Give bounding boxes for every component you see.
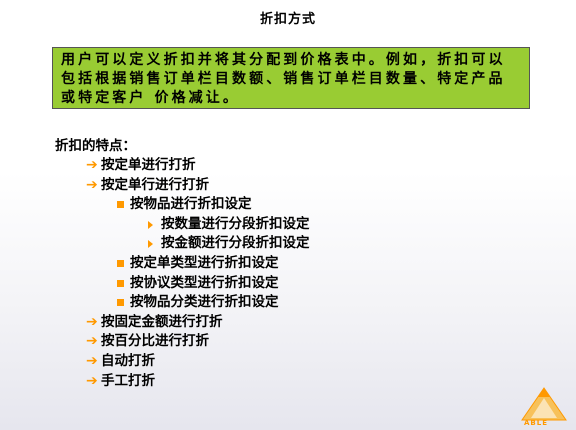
list-item-label: 自动打折 [101,352,155,369]
able-logo-icon [521,387,567,421]
square-bullet-icon [117,201,124,209]
list-item: ➔按定单进行打折 [55,156,535,176]
list-item-label: 手工打折 [101,372,155,389]
square-bullet-icon [117,299,124,307]
triangle-bullet-icon [148,220,153,229]
list-item-label: 按数量进行分段折扣设定 [161,215,310,232]
triangle-bullet-icon [148,240,153,249]
right-arrow-icon: ➔ [86,176,98,193]
list-item: 按物品进行折扣设定 [55,195,535,215]
list-item: 按物品分类进行折扣设定 [55,293,535,313]
right-arrow-icon: ➔ [86,333,98,350]
square-bullet-icon [117,260,124,268]
list-item-label: 按定单类型进行折扣设定 [130,254,279,271]
right-arrow-icon: ➔ [86,157,98,173]
list-item-label: 按固定金额进行打折 [101,313,223,330]
right-arrow-icon: ➔ [86,372,98,389]
features-heading: 折扣的特点： [55,138,136,154]
list-item-label: 按百分比进行打折 [101,333,209,350]
list-item: ➔按定单行进行打折 [55,176,535,196]
list-item: ➔手工打折 [55,372,535,392]
logo-wordmark: ABLE [524,419,548,427]
list-item-label: 按物品进行折扣设定 [130,196,252,213]
list-item-label: 按定单行进行打折 [101,176,209,193]
list-item: ➔按百分比进行打折 [55,332,535,352]
right-arrow-icon: ➔ [86,313,98,330]
square-bullet-icon [117,279,124,287]
list-item: 按定单类型进行折扣设定 [55,254,535,274]
list-item: ➔按固定金额进行打折 [55,313,535,333]
features-list: ➔按定单进行打折➔按定单行进行打折按物品进行折扣设定按数量进行分段折扣设定按金额… [55,156,535,391]
list-item-label: 按金额进行分段折扣设定 [161,235,310,252]
right-arrow-icon: ➔ [86,352,98,369]
list-item-label: 按物品分类进行折扣设定 [130,294,279,311]
list-item: ➔自动打折 [55,352,535,372]
slide-title: 折扣方式 [259,12,316,27]
list-item-label: 按协议类型进行折扣设定 [130,274,279,291]
list-item: 按数量进行分段折扣设定 [55,215,535,235]
definition-callout: 用户可以定义折扣并将其分配到价格表中。例如，折扣可以包括根据销售订单栏目数额、销… [52,47,530,109]
list-item-label: 按定单进行打折 [101,157,196,173]
features-section: 折扣的特点： ➔按定单进行打折➔按定单行进行打折按物品进行折扣设定按数量进行分段… [55,137,535,391]
list-item: 按金额进行分段折扣设定 [55,234,535,254]
list-item: 按协议类型进行折扣设定 [55,274,535,294]
